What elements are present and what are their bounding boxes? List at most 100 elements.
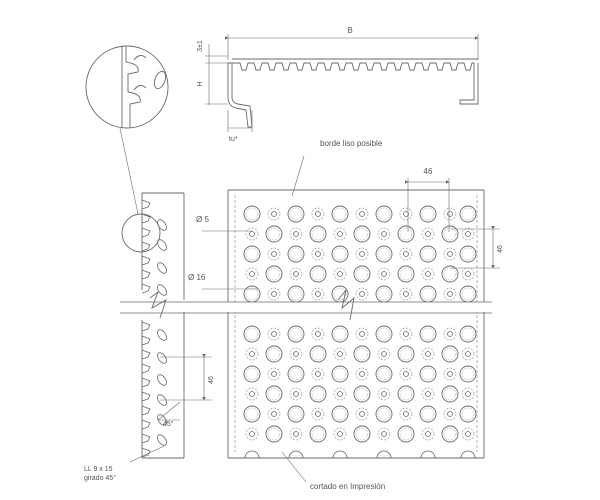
large-hole [441,385,459,403]
detail-magnifier [85,45,169,215]
large-hole [397,385,415,403]
side-slot [157,352,167,364]
side-slot [157,262,167,274]
side-dimensions [129,354,212,463]
small-hole-ring [245,427,259,441]
pitch-horizontal-label: 46 [424,167,433,176]
large-hole [459,405,477,423]
small-hole-ring [355,327,369,341]
small-hole [359,251,365,257]
large-hole-inner [421,247,435,261]
large-hole-inner [333,407,347,421]
small-hole [447,371,453,377]
large-hole [287,205,305,223]
large-hole [287,325,305,343]
small-hole-ring [399,367,413,381]
side-tooth [141,321,151,332]
large-hole [243,245,261,263]
plan-dimensions [202,155,500,483]
side-tooth [141,213,151,224]
small-hole-ring [289,347,303,361]
small-hole-ring [311,327,325,341]
large-hole [353,425,371,443]
small-hole [447,331,453,337]
large-hole [459,205,477,223]
large-hole [331,325,349,343]
large-hole [419,245,437,263]
side-tooth [141,227,151,238]
small-hole [337,231,343,237]
small-hole-ring [443,327,457,341]
cut-hole [376,450,392,459]
small-hole [381,351,387,357]
large-hole-inner [461,407,475,421]
large-hole [309,265,327,283]
small-hole [271,291,277,297]
small-hole-ring [399,287,413,301]
cut-label: cortado en Impresión [310,482,385,491]
small-hole [293,431,299,437]
small-hole [359,371,365,377]
side-tooth [141,349,151,360]
large-hole-inner [443,387,457,401]
large-hole [375,205,393,223]
large-hole [331,205,349,223]
large-hole [265,225,283,243]
small-hole [271,211,277,217]
small-hole [465,431,471,437]
large-hole [397,225,415,243]
small-hole [465,351,471,357]
large-hole-inner [333,207,347,221]
dimension-thickness-label: 3±1 [197,40,204,52]
side-slot [157,394,167,406]
large-hole-inner [333,367,347,381]
large-hole-inner [355,267,369,281]
large-hole-inner [443,227,457,241]
large-hole [441,225,459,243]
small-hole-ring [377,387,391,401]
side-tooth [141,335,151,346]
small-hole [381,231,387,237]
large-hole-inner [289,247,303,261]
large-hole-inner [289,207,303,221]
small-hole [447,411,453,417]
large-hole [243,325,261,343]
small-hole [403,211,409,217]
large-hole [459,245,477,263]
small-hole [271,331,277,337]
large-hole-inner [443,347,457,361]
small-hole-ring [289,227,303,241]
large-hole-inner [399,387,413,401]
large-hole-inner [377,327,391,341]
small-hole-ring [399,207,413,221]
large-hole-inner [421,207,435,221]
large-hole [353,225,371,243]
small-hole-ring [399,247,413,261]
small-hole-ring [245,267,259,281]
large-hole [441,425,459,443]
small-hole-ring [267,367,281,381]
small-hole-ring [311,407,325,421]
large-hole-inner [267,427,281,441]
large-hole-inner [377,207,391,221]
small-hole [293,351,299,357]
large-hole [419,205,437,223]
large-hole-inner [421,407,435,421]
small-hole [249,351,255,357]
small-hole-ring [461,387,475,401]
dimension-h-label: H [197,81,204,86]
large-hole-inner [421,287,435,301]
cut-hole [460,450,476,459]
small-hole [403,251,409,257]
small-hole-ring [443,367,457,381]
cut-hole [244,450,260,459]
small-hole-ring [311,207,325,221]
small-hole [293,271,299,277]
small-hole [337,271,343,277]
side-slot [157,374,167,386]
large-hole-inner [311,387,325,401]
large-hole [419,325,437,343]
large-hole [353,345,371,363]
side-tooth [141,269,151,280]
